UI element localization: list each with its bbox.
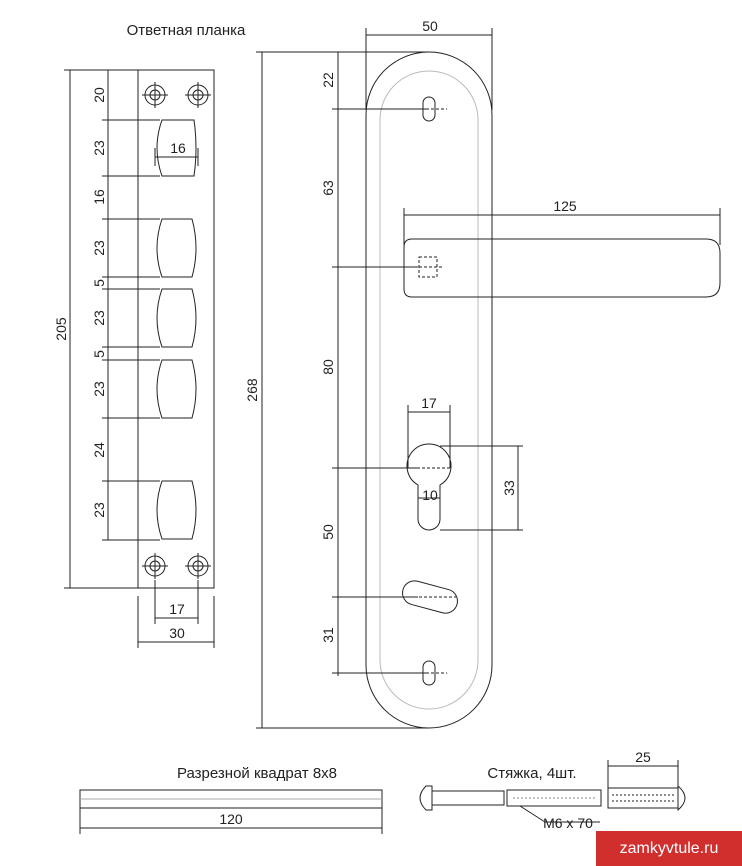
- handle-plate-outline: [365, 51, 493, 729]
- dim-cylinder-slot-width: 10: [422, 487, 438, 503]
- dim-plate-seg-6: 23: [91, 310, 107, 326]
- cylinder-cutout: [406, 443, 452, 531]
- dim-square-length: 120: [219, 811, 243, 827]
- dim-handle-width: 50: [422, 18, 438, 34]
- dim-handle-top-offset: 22: [320, 72, 336, 88]
- strike-plate: [64, 69, 215, 648]
- screw-sleeve: [607, 787, 679, 809]
- plate-slot-5: [156, 480, 197, 540]
- plate-slot-1: [156, 119, 197, 177]
- dim-plate-seg-4: 23: [91, 240, 107, 256]
- dim-plate-seg-8: 23: [91, 381, 107, 397]
- square-bar-caption: Разрезной квадрат 8х8: [177, 765, 337, 782]
- plate-hole-top-left: [142, 82, 168, 108]
- square-bar: [79, 789, 383, 834]
- screws-caption: Стяжка, 4шт.: [487, 765, 576, 782]
- dim-plate-slot-width: 16: [170, 140, 186, 156]
- plate-slot-4: [156, 359, 197, 419]
- strike-plate-caption: Ответная планка: [127, 22, 246, 39]
- dim-handle-total-height: 268: [244, 378, 260, 402]
- dim-plate-seg-1: 20: [91, 87, 107, 103]
- dim-plate-seg-5: 5: [91, 279, 107, 287]
- dim-plate-width: 30: [169, 625, 185, 641]
- screw-thread: [506, 789, 602, 807]
- plate-slot-3: [156, 288, 197, 348]
- dim-plate-seg-7: 5: [91, 350, 107, 358]
- strike-plate-outline: [137, 69, 215, 589]
- dim-cylinder-to-turn: 50: [320, 524, 336, 540]
- dim-cylinder-height: 33: [501, 480, 517, 496]
- plate-slot-2: [156, 218, 197, 278]
- lever: [403, 238, 721, 298]
- dim-handle-to-lever: 63: [320, 180, 336, 196]
- plate-hole-top-right: [185, 82, 211, 108]
- screw-size-label: М6 х 70: [543, 815, 593, 831]
- dim-plate-seg-9: 24: [91, 442, 107, 458]
- handle-plate-inner: [379, 70, 479, 710]
- watermark-badge[interactable]: zamkyvtule.ru: [596, 831, 742, 866]
- screw-shank: [431, 790, 505, 806]
- plate-hole-bottom-right: [185, 553, 211, 579]
- dim-plate-seg-3: 16: [91, 189, 107, 205]
- sleeve-head: [677, 784, 686, 812]
- dim-plate-seg-10: 23: [91, 502, 107, 518]
- dim-cylinder-width: 17: [421, 395, 437, 411]
- dim-plate-hole-spacing: 17: [169, 601, 185, 617]
- thumb-turn: [402, 580, 458, 614]
- dim-plate-seg-2: 23: [91, 140, 107, 156]
- dim-plate-height: 205: [53, 317, 69, 341]
- plate-hole-bottom-left: [142, 553, 168, 579]
- dim-lever-to-cylinder: 80: [320, 359, 336, 375]
- screw-head: [419, 785, 433, 811]
- dim-screw-thread: 25: [635, 749, 651, 765]
- handle-plate: [256, 28, 721, 729]
- dim-turn-to-screw: 31: [320, 627, 336, 643]
- dim-lever-length: 125: [553, 198, 577, 214]
- screw-assembly: [419, 760, 686, 823]
